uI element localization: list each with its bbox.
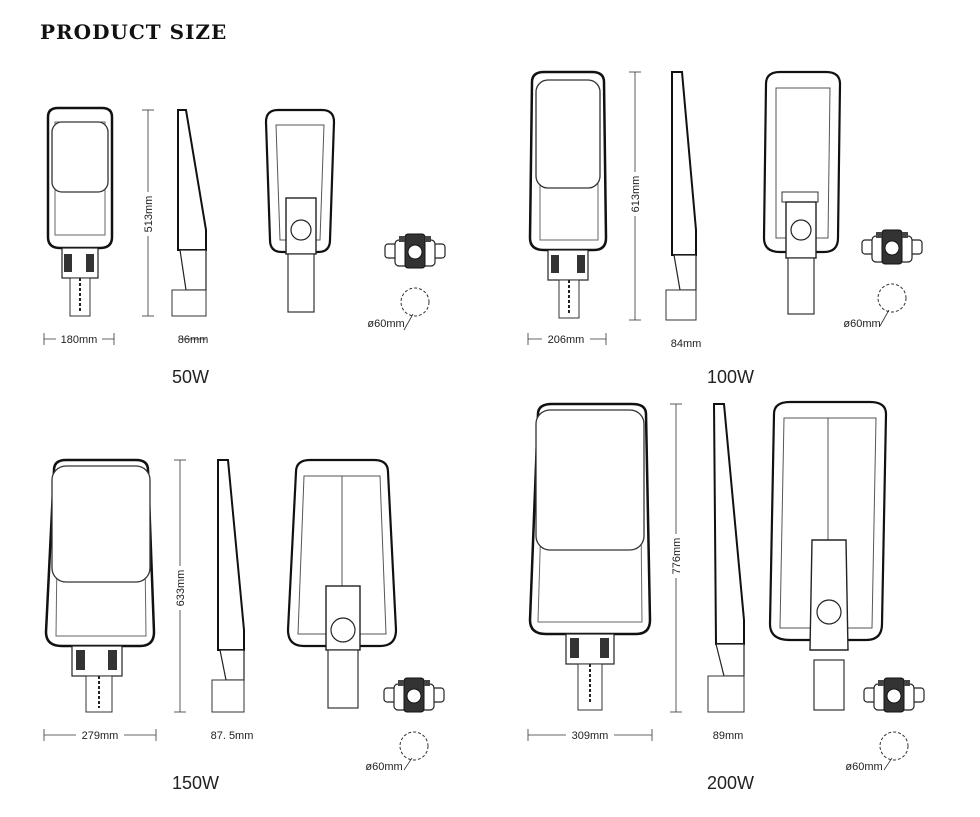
- dimension-width-50w: 180mm: [43, 332, 115, 346]
- pole-text-150w: ø60mm: [365, 761, 402, 773]
- dimension-width-200w: 309mm: [527, 728, 653, 742]
- view-150w-mount: ø60mm: [365, 677, 445, 773]
- length-text-150w: 633mm: [175, 570, 187, 607]
- depth-text-150w: 87. 5mm: [211, 730, 254, 742]
- dimension-width-100w: 206mm: [527, 332, 607, 346]
- product-label-200w: 200W: [707, 773, 755, 793]
- view-100w-back: [762, 70, 842, 315]
- page-title: PRODUCT SIZE: [40, 20, 228, 44]
- dimension-length-100w: 613mm: [627, 71, 643, 321]
- view-50w-mount: ø60mm: [367, 233, 446, 331]
- view-50w-back: [264, 108, 336, 313]
- view-200w-back: [768, 400, 888, 711]
- view-150w-side: 87. 5mm: [211, 459, 254, 742]
- depth-text-200w: 89mm: [713, 730, 744, 742]
- length-text-100w: 613mm: [630, 176, 642, 213]
- dimension-length-200w: 776mm: [668, 403, 684, 713]
- width-text-100w: 206mm: [548, 334, 585, 346]
- dimension-width-150w: 279mm: [43, 728, 157, 742]
- pole-text-50w: ø60mm: [367, 318, 404, 330]
- product-label-50w: 50W: [172, 367, 210, 387]
- view-100w-front: [528, 70, 608, 319]
- length-text-200w: 776mm: [671, 538, 683, 575]
- view-50w-front: [46, 106, 114, 317]
- length-text-50w: 513mm: [143, 196, 155, 233]
- product-label-150w: 150W: [172, 773, 220, 793]
- view-200w-front: [528, 402, 652, 711]
- pole-text-200w: ø60mm: [845, 761, 882, 773]
- view-150w-back: [286, 458, 398, 709]
- depth-text-100w: 84mm: [671, 338, 702, 350]
- pole-text-100w: ø60mm: [843, 318, 880, 330]
- depth-text-50w: 86mm: [178, 334, 209, 346]
- product-label-100w: 100W: [707, 367, 755, 387]
- view-150w-front: [44, 458, 156, 713]
- dimension-length-50w: 513mm: [140, 109, 156, 317]
- width-text-50w: 180mm: [61, 334, 98, 346]
- width-text-200w: 309mm: [572, 730, 609, 742]
- dimension-length-150w: 633mm: [172, 459, 188, 713]
- view-200w-mount: ø60mm: [845, 677, 925, 773]
- view-200w-side: 89mm: [707, 403, 745, 742]
- view-100w-mount: ø60mm: [843, 229, 923, 330]
- view-100w-side: 84mm: [665, 71, 702, 350]
- width-text-150w: 279mm: [82, 730, 119, 742]
- view-50w-side: 86mm: [171, 109, 209, 346]
